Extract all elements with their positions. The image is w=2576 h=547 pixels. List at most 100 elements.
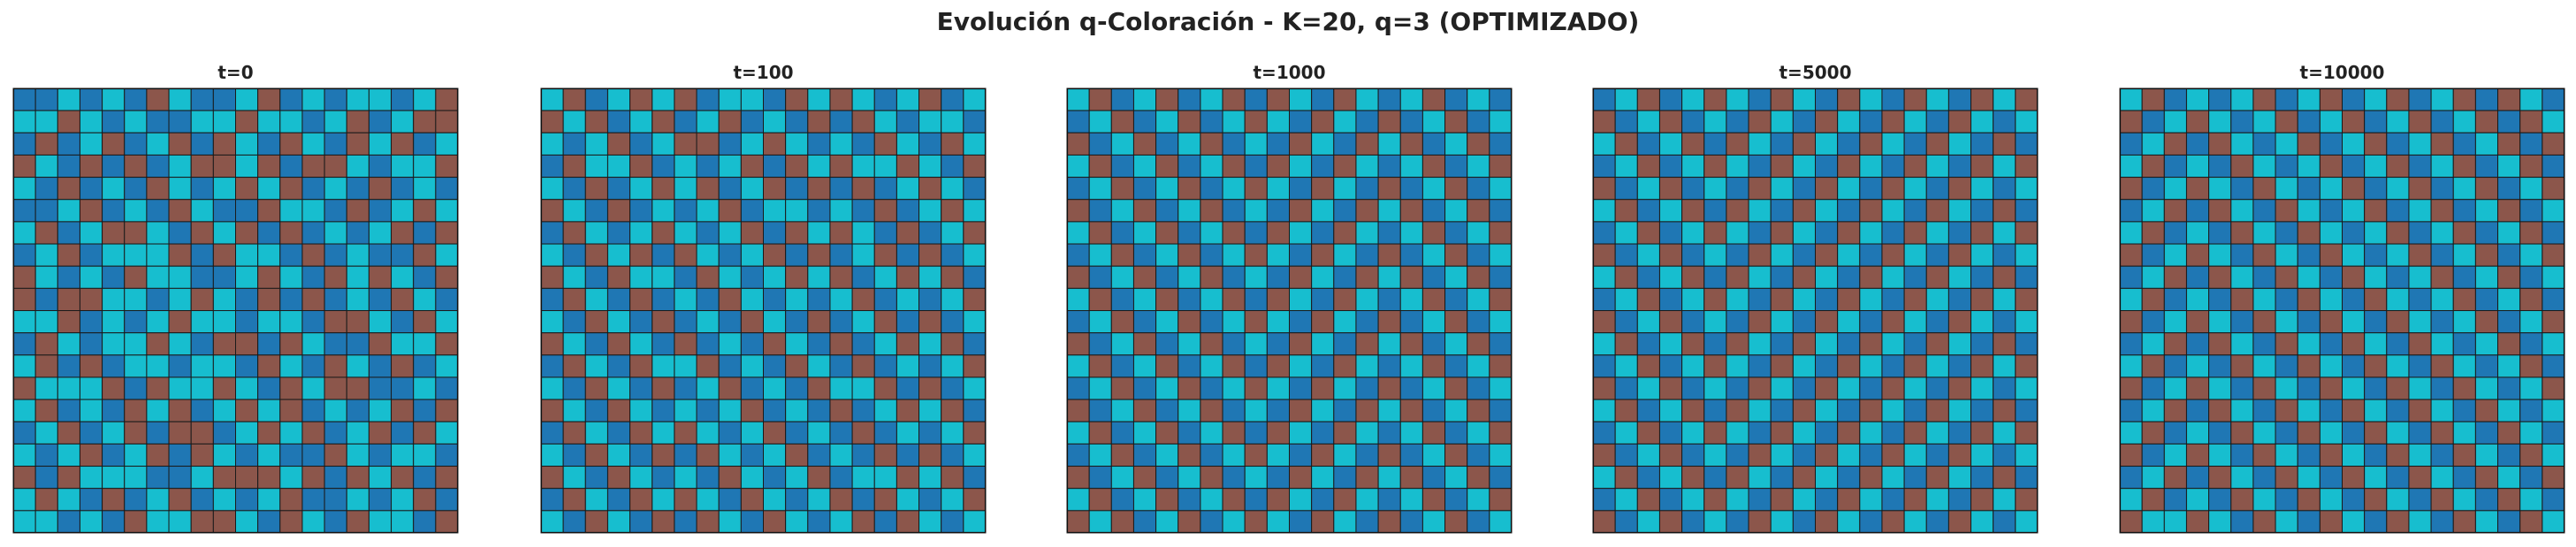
grid-cell [2163, 199, 2187, 223]
grid-cell [1614, 354, 1638, 378]
grid-cell [696, 199, 720, 223]
grid-cell [606, 87, 631, 111]
grid-cell [562, 287, 586, 312]
grid-cell [896, 354, 920, 378]
grid-cell [606, 354, 631, 378]
grid-cell [1681, 221, 1705, 245]
panel-title-t0: t=0 [217, 62, 254, 83]
grid-cell [212, 354, 237, 378]
grid-cell [1311, 466, 1335, 490]
grid-cell [146, 221, 170, 245]
grid-cell [57, 110, 80, 133]
grid-cell [1970, 177, 1994, 201]
grid-cell [896, 310, 920, 334]
grid-cell [257, 287, 281, 312]
grid-cell [1636, 265, 1660, 289]
grid-cell [12, 466, 36, 490]
grid-cell [1903, 199, 1927, 223]
grid-cell [413, 399, 437, 422]
grid-cell [413, 466, 437, 490]
grid-cell [146, 332, 170, 356]
grid-cell [1155, 287, 1179, 312]
grid-cell [1681, 287, 1705, 312]
grid-cell [1244, 510, 1268, 534]
grid-cell [324, 488, 347, 512]
grid-cell [12, 243, 36, 267]
grid-cell [1399, 421, 1423, 444]
grid-cell [2364, 110, 2388, 133]
grid-cell [873, 87, 897, 111]
grid-cell [1467, 110, 1490, 133]
grid-cell [2141, 287, 2165, 312]
grid-cell [124, 488, 148, 512]
grid-cell [146, 399, 170, 422]
grid-cell [652, 443, 675, 467]
grid-cell [190, 354, 214, 378]
grid-cell [168, 177, 192, 201]
grid-cell [168, 421, 192, 444]
grid-cell [1592, 110, 1616, 133]
grid-cell [674, 132, 697, 156]
grid-cell [146, 154, 170, 179]
grid-frame [2119, 87, 2565, 534]
grid-cell [1222, 110, 1246, 133]
grid-cell [413, 243, 437, 267]
grid-cell [1726, 466, 1749, 490]
grid-cell [829, 332, 853, 356]
grid-cell [12, 399, 36, 422]
grid-cell [606, 399, 631, 422]
grid-cell [124, 199, 148, 223]
grid-cell [57, 466, 80, 490]
grid-cell [12, 354, 36, 378]
grid-cell [2452, 510, 2476, 534]
grid-cell [1289, 154, 1313, 179]
grid-cell [873, 265, 897, 289]
grid-cell [2452, 376, 2476, 400]
grid-cell [718, 354, 742, 378]
grid-cell [1859, 421, 1883, 444]
grid-cell [807, 243, 831, 267]
grid-cell [2364, 376, 2388, 400]
grid-cell [2275, 87, 2298, 111]
grid-cell [1859, 354, 1883, 378]
grid-cell [2519, 399, 2543, 422]
grid-cell [763, 466, 787, 490]
grid-cell [1222, 177, 1246, 201]
grid-cell [324, 110, 347, 133]
grid-cell [1837, 110, 1861, 133]
grid-cell [674, 332, 697, 356]
grid-cell [190, 265, 214, 289]
grid-cell [2015, 399, 2039, 422]
grid-cell [1859, 376, 1883, 400]
grid-cell [1592, 488, 1616, 512]
grid-cell [1311, 310, 1335, 334]
grid-cell [1658, 154, 1683, 179]
grid-cell [212, 287, 237, 312]
grid-cell [763, 310, 787, 334]
grid-cell [1066, 287, 1090, 312]
grid-cell [1815, 154, 1839, 179]
grid-cell [2497, 132, 2521, 156]
grid-cell [1881, 399, 1905, 422]
grid-cell [2297, 376, 2321, 400]
grid-cell [301, 310, 325, 334]
grid-cell [1681, 399, 1705, 422]
grid-cell [696, 110, 720, 133]
grid-cell [1222, 399, 1246, 422]
grid-cell [2452, 421, 2476, 444]
grid-cell [1614, 510, 1638, 534]
grid-cell [2230, 421, 2254, 444]
grid-cell [79, 287, 103, 312]
grid-cell [2319, 110, 2344, 133]
grid-cell [1903, 243, 1927, 267]
grid-cell [391, 110, 415, 133]
grid-cell [2163, 154, 2187, 179]
grid-cell [1859, 310, 1883, 334]
grid-cell [1200, 310, 1223, 334]
grid-cell [829, 221, 853, 245]
grid-cell [1993, 177, 2016, 201]
grid-cell [1636, 443, 1660, 467]
grid-cell [873, 466, 897, 490]
grid-cell [740, 354, 765, 378]
grid-cell [346, 443, 370, 467]
